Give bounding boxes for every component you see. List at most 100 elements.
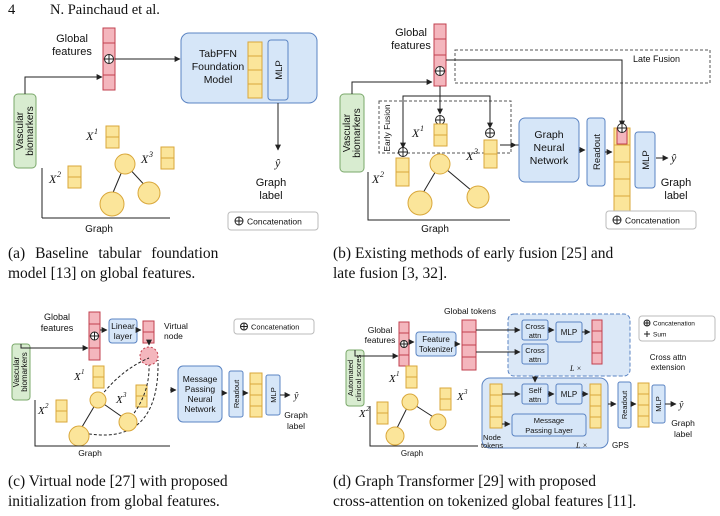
svg-text:Feature: Feature bbox=[422, 335, 450, 344]
svg-text:MLP: MLP bbox=[641, 150, 652, 170]
virtual-node bbox=[139, 346, 159, 366]
svg-text:label: label bbox=[287, 421, 305, 431]
svg-text:tokens: tokens bbox=[481, 441, 503, 450]
svg-text:Passing Layer: Passing Layer bbox=[525, 426, 573, 435]
svg-text:2: 2 bbox=[45, 402, 49, 410]
svg-text:Readout: Readout bbox=[620, 390, 629, 419]
model-label: TabPFN bbox=[199, 48, 237, 60]
svg-text:X: X bbox=[465, 149, 474, 163]
x3-label: X bbox=[140, 152, 149, 166]
svg-text:Graph: Graph bbox=[401, 449, 423, 458]
svg-text:Neural: Neural bbox=[187, 394, 212, 404]
svg-text:X: X bbox=[388, 373, 397, 385]
svg-text:3: 3 bbox=[473, 147, 478, 156]
svg-text:Message: Message bbox=[534, 416, 564, 425]
svg-text:Graph: Graph bbox=[78, 448, 102, 458]
svg-text:Cross attn: Cross attn bbox=[650, 353, 686, 362]
svg-text:Message: Message bbox=[183, 374, 218, 384]
panel-a: Global features Vascular biomarkers Grap… bbox=[13, 27, 319, 235]
running-header-authors: N. Painchaud et al. bbox=[50, 2, 160, 18]
svg-text:Sum: Sum bbox=[653, 332, 666, 339]
panel-b: Global features Late Fusion Early Fusion… bbox=[339, 23, 711, 235]
vascular-label: Vascular bbox=[15, 111, 26, 150]
svg-text:3: 3 bbox=[463, 388, 468, 396]
svg-text:Node: Node bbox=[483, 433, 501, 442]
graph-label-text: Graph bbox=[256, 177, 287, 189]
svg-text:MLP: MLP bbox=[274, 60, 285, 80]
svg-text:Cross: Cross bbox=[525, 322, 545, 331]
mlp-box bbox=[267, 39, 289, 101]
svg-text:Virtual: Virtual bbox=[164, 321, 188, 331]
svg-text:node: node bbox=[164, 331, 183, 341]
svg-text:MLP: MLP bbox=[561, 328, 577, 337]
svg-text:ŷ: ŷ bbox=[678, 400, 684, 411]
svg-text:X: X bbox=[37, 405, 46, 417]
svg-text:X: X bbox=[371, 172, 380, 186]
svg-text:Graph: Graph bbox=[671, 418, 695, 428]
svg-text:Tokenizer: Tokenizer bbox=[419, 345, 454, 354]
svg-text:Graph: Graph bbox=[534, 129, 563, 141]
svg-text:1: 1 bbox=[420, 124, 424, 133]
svg-text:layer: layer bbox=[114, 331, 133, 341]
svg-text:X: X bbox=[456, 391, 465, 403]
svg-text:attn: attn bbox=[529, 395, 542, 404]
svg-text:Global tokens: Global tokens bbox=[444, 306, 496, 316]
yhat: ŷ bbox=[274, 156, 281, 170]
svg-text:features: features bbox=[391, 40, 431, 52]
svg-text:Vascular: Vascular bbox=[12, 356, 21, 387]
svg-text:X: X bbox=[73, 371, 82, 383]
svg-text:Global: Global bbox=[395, 27, 427, 39]
svg-text:Linear: Linear bbox=[111, 321, 135, 331]
svg-text:clinical scores: clinical scores bbox=[354, 354, 363, 401]
svg-text:MLP: MLP bbox=[269, 387, 278, 402]
svg-text:Readout: Readout bbox=[592, 134, 603, 170]
svg-text:3: 3 bbox=[122, 391, 127, 399]
svg-text:Concatenation: Concatenation bbox=[625, 216, 680, 226]
svg-text:2: 2 bbox=[57, 170, 61, 179]
svg-text:1: 1 bbox=[81, 368, 85, 376]
caption-d: (d) Graph Transformer [29] with proposed… bbox=[333, 473, 637, 510]
svg-text:3: 3 bbox=[148, 150, 153, 159]
global-features-label-2: features bbox=[52, 46, 92, 58]
svg-text:Early Fusion: Early Fusion bbox=[382, 104, 392, 152]
svg-text:GPS: GPS bbox=[612, 441, 629, 450]
graph-node bbox=[114, 153, 136, 175]
svg-text:ŷ: ŷ bbox=[293, 391, 299, 402]
svg-text:label: label bbox=[674, 429, 692, 439]
svg-text:Self: Self bbox=[529, 386, 543, 395]
svg-text:MLP: MLP bbox=[561, 390, 577, 399]
panel-d: Global tokens Global features Feature To… bbox=[345, 306, 716, 458]
svg-text:Foundation: Foundation bbox=[192, 61, 245, 73]
svg-text:extension: extension bbox=[651, 363, 685, 372]
legend-text: Concatenation bbox=[247, 217, 302, 227]
svg-text:Late Fusion: Late Fusion bbox=[633, 54, 680, 64]
svg-text:Global: Global bbox=[368, 325, 393, 335]
caption-b: (b) Existing methods of early fusion [25… bbox=[333, 245, 614, 282]
svg-text:Graph: Graph bbox=[661, 177, 692, 189]
svg-text:Graph: Graph bbox=[284, 410, 308, 420]
panel-c: Global features Linear layer Virtual nod… bbox=[11, 311, 315, 458]
graph-node bbox=[137, 181, 161, 205]
svg-text:1: 1 bbox=[396, 370, 400, 378]
svg-text:Network: Network bbox=[530, 155, 569, 167]
mlp-box bbox=[634, 131, 656, 189]
svg-text:features: features bbox=[41, 323, 74, 333]
svg-text:features: features bbox=[365, 335, 396, 345]
svg-text:Network: Network bbox=[184, 404, 216, 414]
svg-text:biomarkers: biomarkers bbox=[352, 108, 363, 157]
vascular-label-2: biomarkers bbox=[25, 106, 36, 155]
graph-node bbox=[99, 191, 125, 217]
svg-text:L ×: L × bbox=[575, 441, 588, 450]
svg-text:2: 2 bbox=[366, 405, 370, 413]
svg-text:L ×: L × bbox=[569, 364, 582, 373]
svg-text:attn: attn bbox=[529, 331, 542, 340]
svg-text:Passing: Passing bbox=[185, 384, 216, 394]
x2-label: X bbox=[48, 172, 57, 186]
svg-text:biomarkers: biomarkers bbox=[20, 352, 29, 392]
svg-text:Global: Global bbox=[44, 312, 70, 322]
svg-text:Cross: Cross bbox=[525, 346, 545, 355]
svg-text:label: label bbox=[664, 190, 687, 202]
svg-text:2: 2 bbox=[380, 170, 384, 179]
graph-label: Graph bbox=[85, 224, 113, 235]
